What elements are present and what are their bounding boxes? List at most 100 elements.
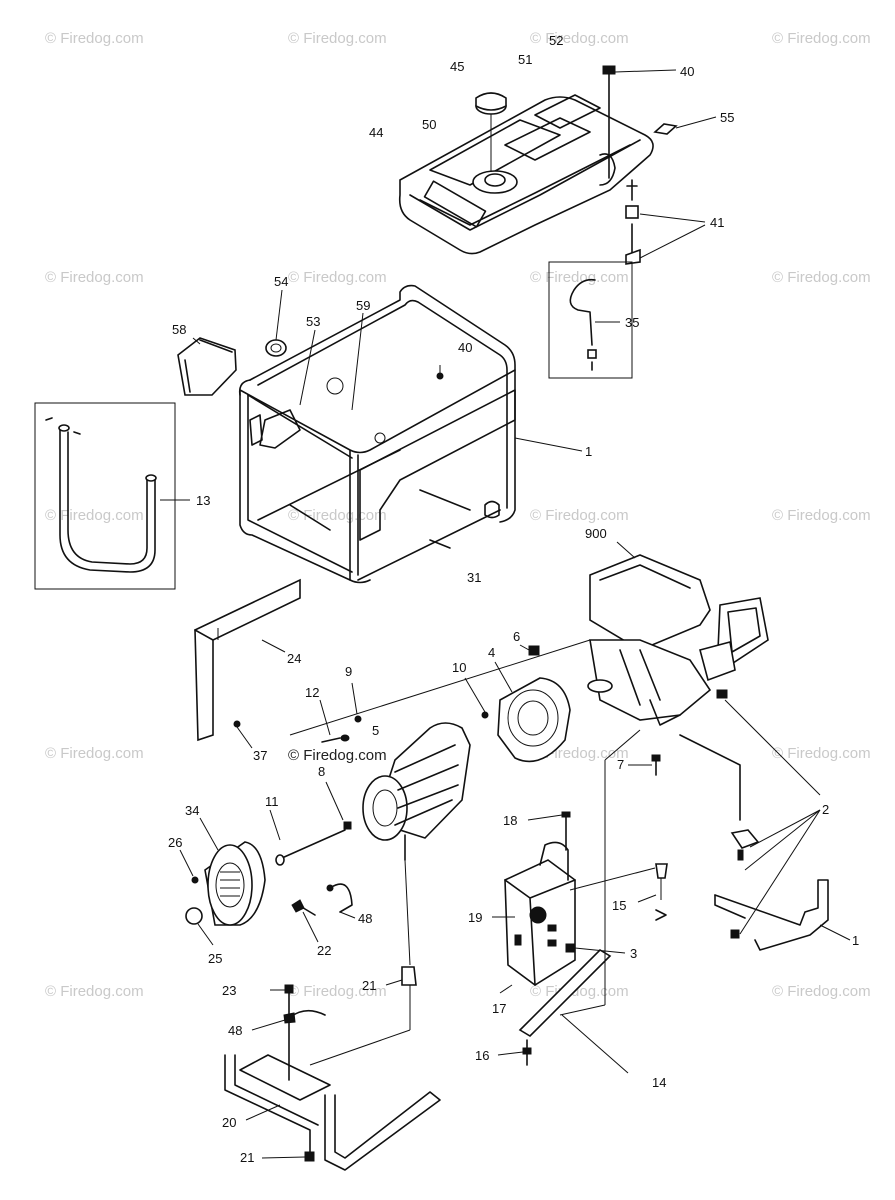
leader — [299, 329, 316, 406]
frame — [238, 284, 583, 584]
callout-31: 31 — [467, 570, 481, 585]
callout-21: 21 — [240, 1150, 254, 1165]
watermark: © Firedog.com — [530, 269, 629, 286]
callout-54: 54 — [274, 274, 288, 289]
callout-34: 34 — [185, 803, 199, 818]
callout-20: 20 — [222, 1115, 236, 1130]
watermarks: © Firedog.com © Firedog.com © Firedog.co… — [45, 30, 871, 1000]
callout-53: 53 — [306, 314, 320, 329]
nut — [519, 644, 540, 656]
callout-24: 24 — [287, 651, 301, 666]
spark-arrestor — [637, 863, 668, 921]
callout-48: 48 — [358, 911, 372, 926]
screw — [527, 811, 571, 851]
foot-bracket-bottom — [224, 984, 441, 1171]
fuel-tank — [398, 94, 654, 255]
callout-2: 2 — [822, 802, 829, 817]
screw — [628, 754, 661, 776]
callout-23: 23 — [222, 983, 236, 998]
muffler-bracket — [518, 948, 629, 1074]
callout-40: 40 — [680, 64, 694, 79]
decal — [653, 116, 717, 135]
callout-21: 21 — [362, 978, 376, 993]
muffler — [492, 841, 576, 986]
cap-plug — [185, 907, 214, 946]
stator — [362, 722, 471, 861]
shaft-axis — [289, 639, 591, 736]
callout-52: 52 — [549, 33, 563, 48]
callout-50: 50 — [422, 117, 436, 132]
callout-8: 8 — [318, 764, 325, 779]
fuel-line-box — [548, 261, 633, 379]
callout-22: 22 — [317, 943, 331, 958]
callout-9: 9 — [345, 664, 352, 679]
callout-17: 17 — [492, 1001, 506, 1016]
through-bolt — [269, 781, 352, 866]
callout-labels: 45 52 51 40 50 44 55 41 35 54 58 53 59 4… — [168, 33, 859, 1165]
watermark: © Firedog.com — [772, 507, 871, 524]
callout-1: 1 — [585, 444, 592, 459]
watermark: © Firedog.com — [45, 30, 144, 47]
screw — [233, 720, 253, 749]
callout-25: 25 — [208, 951, 222, 966]
callout-44: 44 — [369, 125, 383, 140]
tank-bolt — [602, 65, 677, 179]
adapter-plate — [494, 661, 571, 763]
watermark: © Firedog.com — [45, 983, 144, 1000]
screw-washer — [319, 682, 362, 743]
watermark: © Firedog.com — [772, 983, 871, 1000]
callout-55: 55 — [720, 110, 734, 125]
callout-41: 41 — [710, 215, 724, 230]
ground-lead — [309, 859, 417, 1066]
callout-5: 5 — [372, 723, 379, 738]
callout-14: 14 — [652, 1075, 666, 1090]
bolt — [464, 677, 489, 719]
leader — [559, 1004, 606, 1016]
callout-19: 19 — [468, 910, 482, 925]
leader — [604, 729, 641, 761]
bolt — [497, 1039, 532, 1066]
bracket — [194, 578, 301, 742]
watermark: © Firedog.com — [288, 983, 387, 1000]
watermark: © Firedog.com — [530, 507, 629, 524]
watermark: © Firedog.com — [45, 507, 144, 524]
callout-6: 6 — [513, 629, 520, 644]
watermark: © Firedog.com — [288, 30, 387, 47]
callout-51: 51 — [518, 52, 532, 67]
callout-4: 4 — [488, 645, 495, 660]
callout-15: 15 — [612, 898, 626, 913]
callout-3: 3 — [630, 946, 637, 961]
callout-18: 18 — [503, 813, 517, 828]
callout-7: 7 — [617, 757, 624, 772]
end-cover — [199, 817, 266, 926]
callout-59: 59 — [356, 298, 370, 313]
callout-1: 1 — [852, 933, 859, 948]
callout-37: 37 — [253, 748, 267, 763]
screw — [179, 849, 199, 884]
brush-assembly — [291, 883, 356, 943]
callout-45: 45 — [450, 59, 464, 74]
leader — [351, 312, 364, 411]
callout-26: 26 — [168, 835, 182, 850]
grommet — [265, 289, 287, 357]
callout-10: 10 — [452, 660, 466, 675]
watermark: © Firedog.com — [772, 269, 871, 286]
callout-11: 11 — [265, 794, 279, 809]
watermark: © Firedog.com — [45, 745, 144, 762]
leader — [499, 984, 513, 994]
watermark: © Firedog.com — [530, 30, 629, 47]
callout-48: 48 — [228, 1023, 242, 1038]
watermark: © Firedog.com — [45, 269, 144, 286]
callout-35: 35 — [625, 315, 639, 330]
callout-12: 12 — [305, 685, 319, 700]
watermark-center: © Firedog.com — [288, 747, 387, 764]
leader — [569, 867, 656, 891]
handle-box — [34, 402, 190, 590]
watermark: © Firedog.com — [288, 269, 387, 286]
watermark: © Firedog.com — [772, 745, 871, 762]
control-panel-box — [177, 337, 237, 396]
watermark: © Firedog.com — [288, 507, 387, 524]
callout-16: 16 — [475, 1048, 489, 1063]
callout-58: 58 — [172, 322, 186, 337]
